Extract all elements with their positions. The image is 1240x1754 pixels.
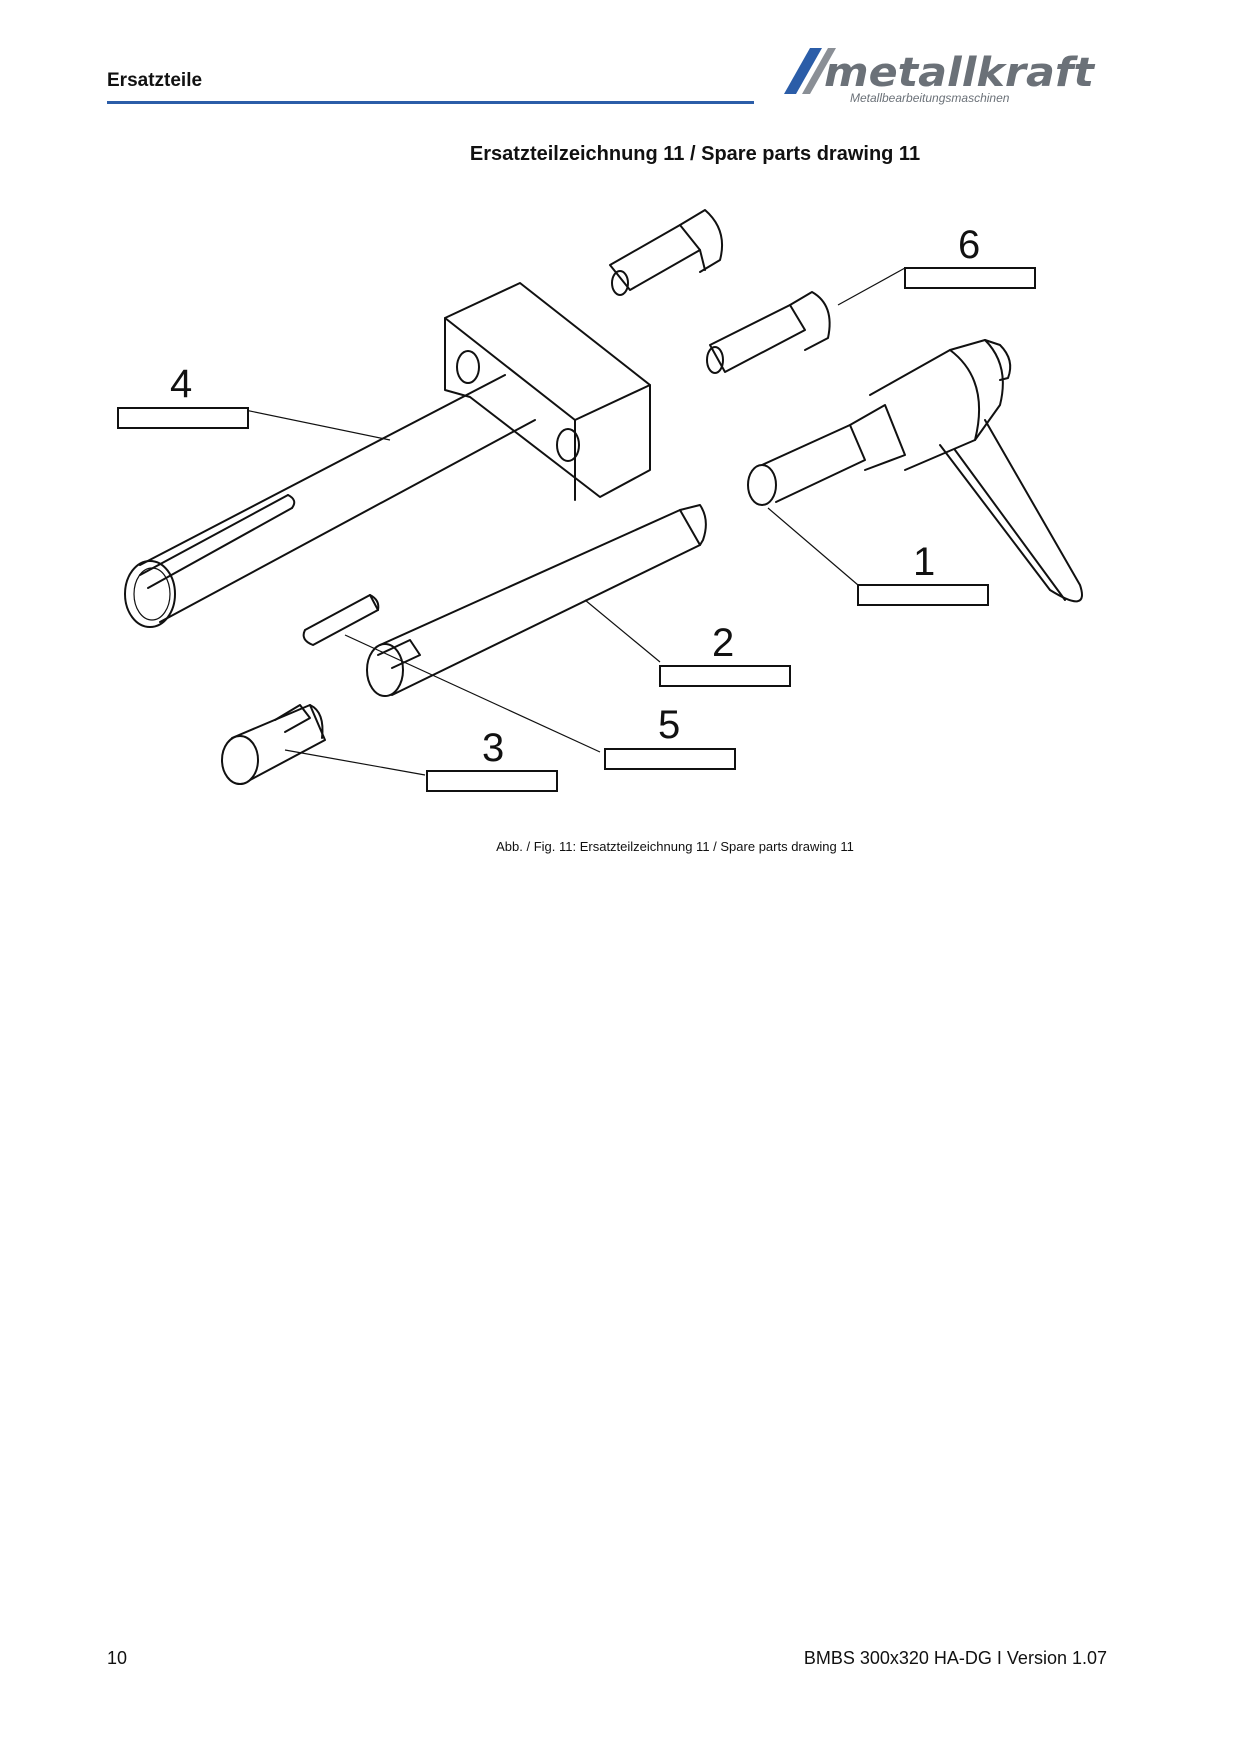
callout-box-1 — [857, 584, 989, 606]
metallkraft-logo: metallkraft Metallbearbeitungsmaschinen — [784, 48, 1096, 105]
page-number: 10 — [107, 1648, 128, 1668]
callout-number-5: 5 — [658, 703, 680, 747]
part-4-shaft — [124, 282, 651, 628]
part-6-screws — [609, 209, 831, 374]
document-info: BMBS 300x320 HA-DG I Version 1.07 — [803, 1648, 1107, 1668]
callout-box-6 — [904, 267, 1036, 289]
callout-number-3: 3 — [482, 726, 504, 770]
part-2-shaft — [366, 504, 707, 697]
callout-number-6: 6 — [958, 223, 980, 267]
callout-number-2: 2 — [712, 621, 734, 665]
callout-box-5 — [604, 748, 736, 770]
figure-caption: Abb. / Fig. 11: Ersatzteilzeichnung 11 /… — [496, 839, 854, 854]
callout-box-4 — [117, 407, 249, 429]
logo-tagline: Metallbearbeitungsmaschinen — [850, 91, 1010, 105]
part-3-short-shaft — [221, 704, 326, 785]
section-title: Ersatzteile — [107, 70, 203, 91]
logo-brand: metallkraft — [824, 50, 1096, 96]
callout-number-4: 4 — [170, 362, 192, 406]
callout-number-1: 1 — [913, 540, 935, 584]
header-rule — [107, 101, 754, 104]
callout-box-3 — [426, 770, 558, 792]
drawing-title: Ersatzteilzeichnung 11 / Spare parts dra… — [469, 143, 921, 165]
part-5-key — [302, 594, 380, 646]
callout-box-2 — [659, 665, 791, 687]
part-1-clamp-lever — [747, 339, 1083, 603]
leader-lines — [244, 267, 906, 776]
